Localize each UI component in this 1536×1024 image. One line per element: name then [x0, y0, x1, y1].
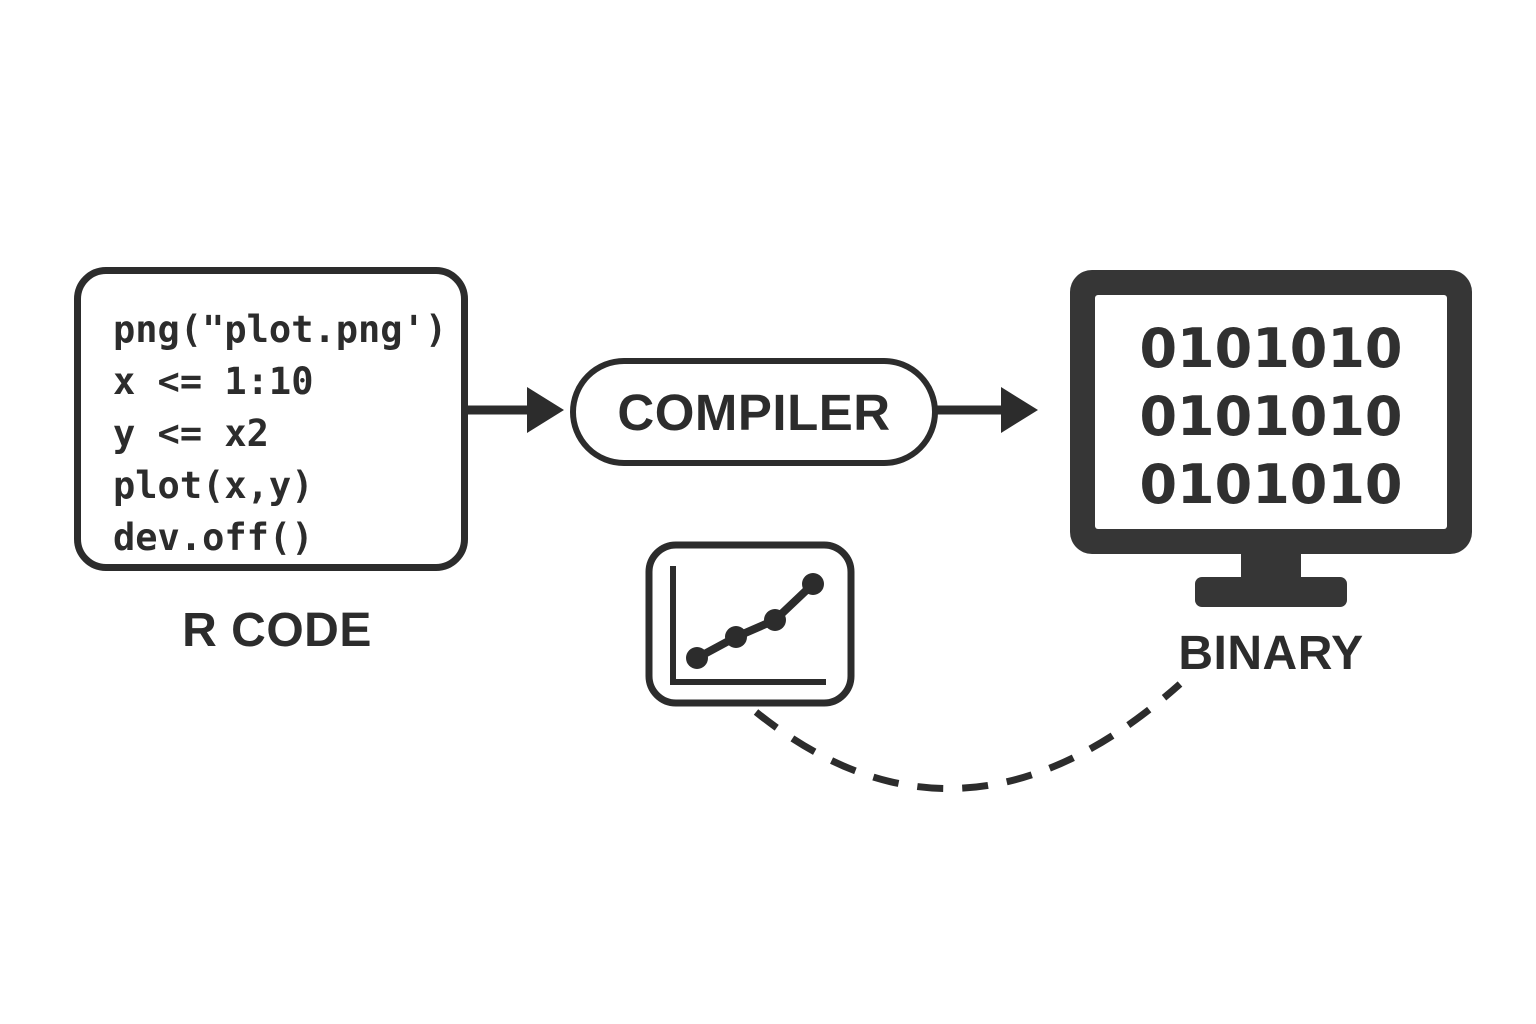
compiler-label: COMPILER	[617, 383, 891, 441]
compiler-node: COMPILER	[570, 358, 938, 466]
monitor-screen: 0101010 0101010 0101010	[1095, 295, 1447, 529]
code-line: png("plot.png')	[113, 308, 448, 351]
code-line: x <= 1:10	[113, 360, 314, 403]
monitor-bezel: 0101010 0101010 0101010	[1070, 270, 1472, 554]
binary-label: BINARY	[1178, 627, 1364, 680]
binary-line: 0101010	[1139, 453, 1403, 516]
plot-axes-icon	[670, 566, 826, 685]
arrow-compiler-to-binary-icon	[936, 387, 1038, 433]
arrow-code-to-compiler-icon	[464, 387, 564, 433]
plot-points-icon	[686, 573, 824, 669]
plot-line-icon	[695, 581, 816, 662]
plot-icon	[645, 541, 855, 707]
code-line: y <= x2	[113, 412, 269, 455]
binary-line: 0101010	[1139, 385, 1403, 448]
dashed-connector-icon	[753, 681, 1183, 792]
monitor-stand-neck	[1241, 550, 1301, 582]
binary-line: 0101010	[1139, 317, 1403, 380]
r-code-label: R CODE	[182, 604, 372, 657]
code-line: plot(x,y)	[113, 464, 314, 507]
r-code-box: png("plot.png') x <= 1:10 y <= x2 plot(x…	[74, 267, 468, 571]
code-line: dev.off()	[113, 516, 314, 559]
monitor-stand-base	[1195, 577, 1347, 607]
plot-icon-frame	[645, 541, 855, 707]
